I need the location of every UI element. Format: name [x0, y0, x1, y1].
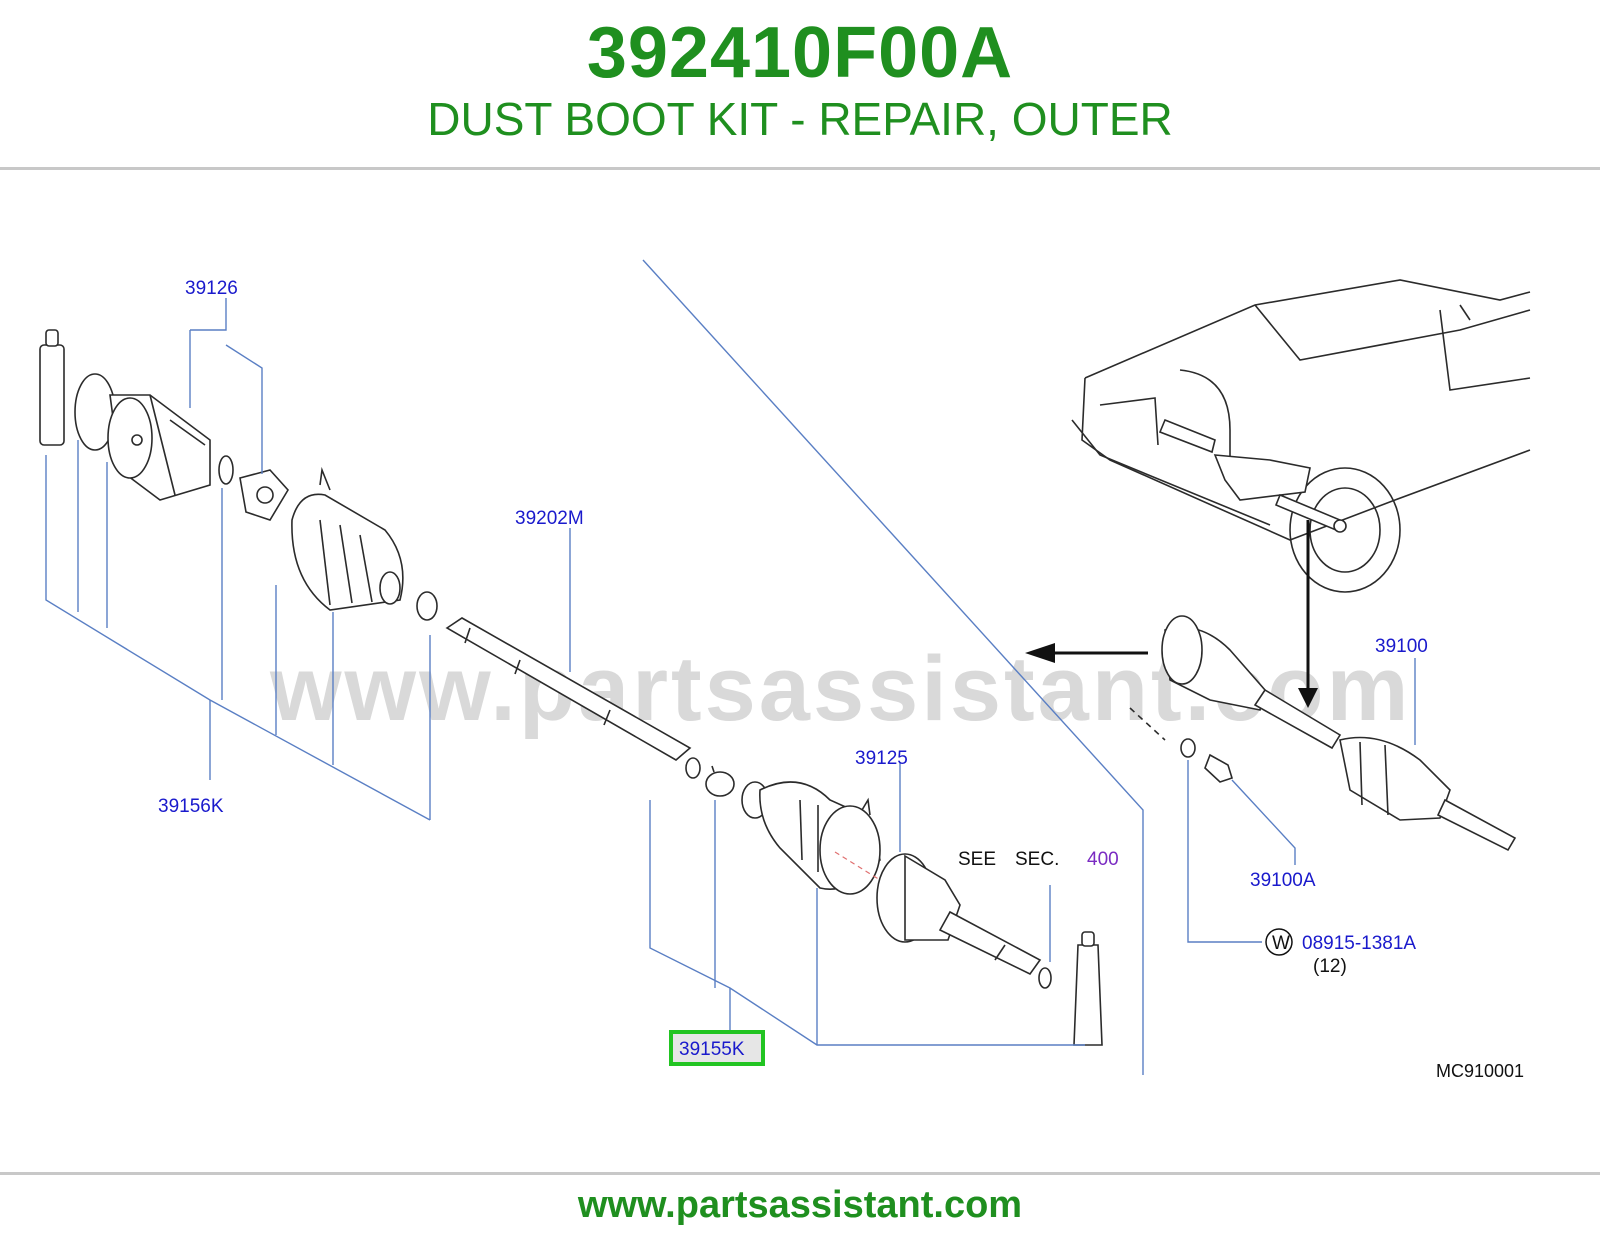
washer-and-bolt [1180, 738, 1233, 783]
see-label: SEE [958, 849, 996, 870]
snap-ring-left [218, 455, 234, 485]
snap-ring-center [685, 757, 701, 779]
shaft-39202m [445, 617, 692, 761]
grease-tube-left [39, 329, 65, 446]
exploded-view-drawing: www.partsassistant.com [39, 259, 1531, 1081]
down-arrow [1298, 520, 1318, 708]
leader-39156k-main [45, 455, 431, 821]
callout-39100[interactable]: 39100 [1375, 636, 1428, 657]
callout-39202m[interactable]: 39202M [515, 508, 584, 529]
vehicle-outline [1071, 279, 1531, 593]
alignment-dash [834, 851, 889, 886]
callout-39100a[interactable]: 39100A [1250, 870, 1316, 891]
footer-divider [0, 1172, 1600, 1175]
leader-08915 [1187, 760, 1262, 943]
spider-assembly [239, 469, 289, 521]
footer-website-link[interactable]: www.partsassistant.com [577, 1184, 1023, 1226]
section-400-link[interactable]: 400 [1087, 849, 1119, 870]
header: 392410F00A DUST BOOT KIT - REPAIR, OUTER [0, 0, 1600, 170]
leader-39126-c [225, 344, 263, 474]
leader-39100a [1231, 779, 1296, 865]
outer-cv-joint [876, 853, 1042, 976]
callout-08915-1381a[interactable]: 08915-1381A [1302, 933, 1416, 954]
inner-boot-left [291, 466, 404, 611]
washer-symbol-letter: W [1272, 933, 1290, 954]
callout-39126[interactable]: 39126 [185, 278, 238, 299]
snap-ring-outer [1038, 967, 1052, 989]
band-clamp-center [705, 765, 735, 797]
drive-shaft-39100 [1161, 615, 1517, 852]
figure-code: MC910001 [1436, 1061, 1524, 1081]
callout-39125[interactable]: 39125 [855, 748, 908, 769]
sec-label: SEC. [1015, 849, 1059, 870]
callout-39155k[interactable]: 39155K [679, 1039, 745, 1060]
parts-diagram: www.partsassistant.com [0, 240, 1600, 1110]
section-divider-line [642, 259, 1144, 1075]
vehicle-drive-shafts [1158, 418, 1347, 533]
callout-39156k[interactable]: 39156K [158, 796, 224, 817]
header-divider [0, 167, 1600, 170]
part-description: DUST BOOT KIT - REPAIR, OUTER [427, 93, 1173, 145]
grease-tube-right [1073, 931, 1103, 1046]
leader-39126-b [190, 298, 227, 331]
left-arrow [1025, 643, 1148, 663]
dashed-attach-line [1129, 707, 1166, 741]
highlight-box [669, 1030, 765, 1066]
boot-band-small-left [416, 591, 438, 621]
housing-39126 [107, 394, 211, 501]
washer-symbol-circle [1265, 928, 1293, 956]
outer-boot-39125 [741, 781, 889, 895]
quantity-label: (12) [1313, 956, 1347, 977]
part-number-title: 392410F00A [586, 13, 1014, 93]
